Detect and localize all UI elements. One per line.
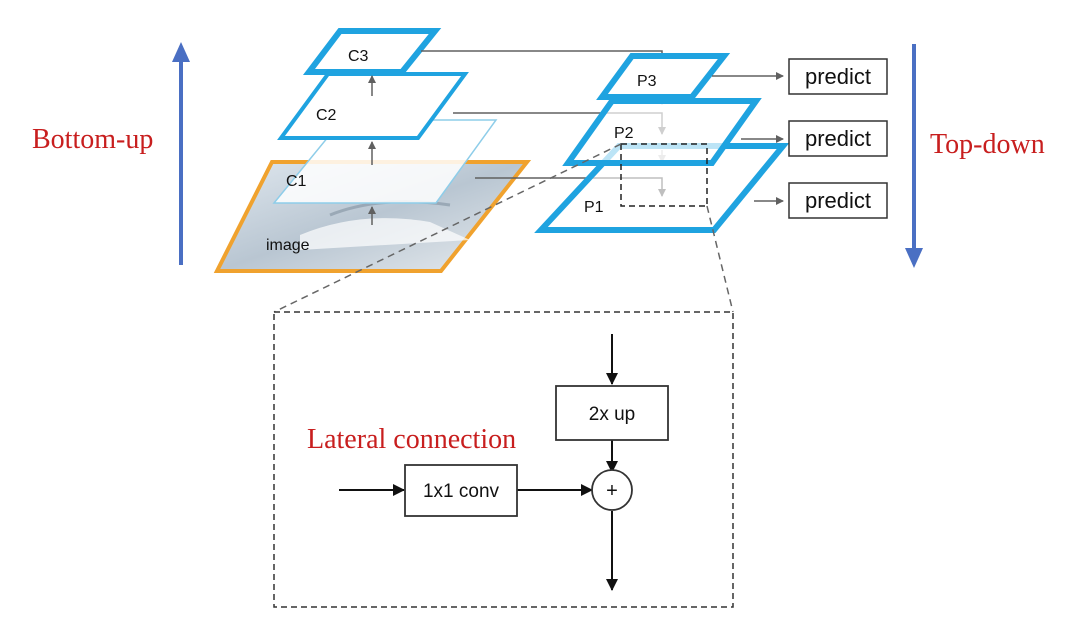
bottom-up-label: Bottom-up	[32, 124, 153, 155]
c1-label: C1	[286, 173, 307, 190]
upsample-label: 2x up	[589, 404, 635, 425]
top-down-arrow	[905, 44, 923, 268]
predict-label-p2: predict	[805, 126, 871, 151]
predict-box-p2: predict	[788, 120, 888, 157]
top-down-label: Top-down	[930, 129, 1045, 160]
c2-label: C2	[316, 107, 337, 124]
conv-box: 1x1 conv	[404, 464, 518, 517]
zoom-lines	[273, 143, 734, 313]
p2-label: P2	[614, 125, 634, 142]
p3-label: P3	[637, 73, 657, 90]
conv-label: 1x1 conv	[423, 481, 500, 502]
lateral-connection-label: Lateral connection	[307, 424, 516, 455]
add-symbol: +	[606, 480, 618, 502]
c3-layer	[302, 28, 442, 75]
bottom-up-arrow	[172, 42, 190, 265]
predict-label-p1: predict	[805, 188, 871, 213]
p1-label: P1	[584, 199, 604, 216]
detail-panel	[273, 311, 734, 608]
upsample-box: 2x up	[555, 385, 669, 441]
c3-label: C3	[348, 48, 369, 65]
detail-selection-box	[620, 143, 708, 207]
add-node: +	[591, 469, 633, 511]
c1-layer	[272, 119, 498, 204]
predict-label-p3: predict	[805, 64, 871, 89]
predict-arrows	[712, 72, 784, 205]
p1-layer	[534, 143, 790, 233]
detail-flow	[339, 334, 618, 591]
c2-layer	[277, 72, 469, 140]
p3-layer	[596, 53, 731, 100]
predict-box-p1: predict	[788, 182, 888, 219]
predict-box-p3: predict	[788, 58, 888, 95]
image-label: image	[266, 237, 310, 254]
